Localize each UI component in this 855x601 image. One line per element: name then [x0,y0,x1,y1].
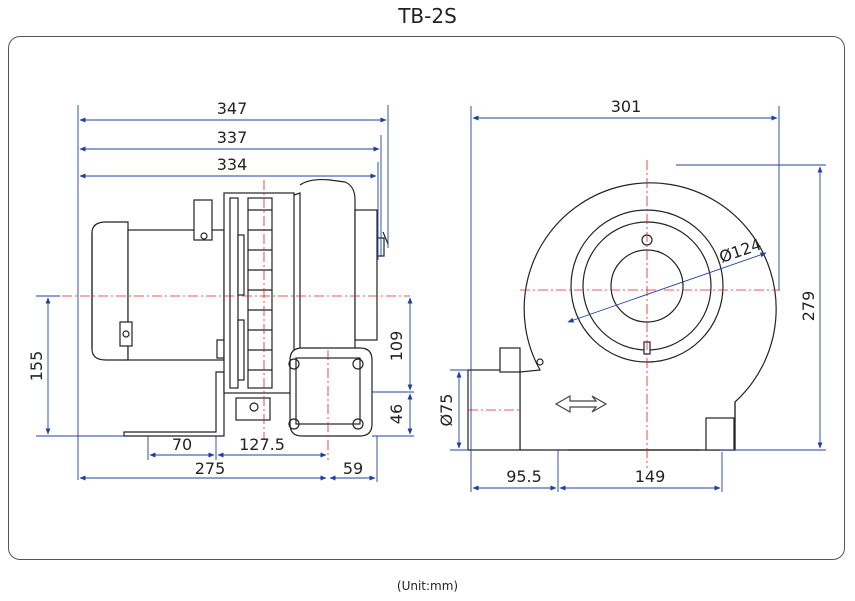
dim-59-label: 59 [343,459,363,478]
drawing-frame [8,36,845,560]
dim-275-label: 275 [195,459,226,478]
dim-149-label: 149 [635,467,666,486]
dim-70-label: 70 [172,435,192,454]
dim-46-label: 46 [387,404,406,424]
dim-301-label: 301 [611,97,642,116]
front-view-dimensions: 301 279 Ø124 Ø75 95.5 149 [437,97,826,492]
front-view [467,182,777,451]
dim-334-label: 334 [217,155,248,174]
dim-phi75-label: Ø75 [437,394,456,427]
outlet-flange [288,347,373,437]
side-view [91,178,389,437]
dim-109-label: 109 [387,331,406,362]
dim-279-label: 279 [799,291,818,322]
dim-347-label: 347 [217,99,248,118]
dim-127-5-label: 127.5 [239,435,285,454]
side-view-dimensions: 347 337 334 155 109 46 70 127.5 275 59 [27,99,414,482]
blower-housing [223,178,389,421]
flow-arrow-icon [554,394,608,414]
mounting-bracket [123,371,225,437]
unit-note: (Unit:mm) [396,579,459,593]
motor-body [91,199,225,361]
dim-95-5-label: 95.5 [506,467,542,486]
outlet-duct [467,347,521,451]
page-title: TB-2S [398,4,457,28]
side-view-center-lines [44,180,410,460]
dim-337-label: 337 [217,128,248,147]
dim-155-label: 155 [27,351,46,382]
